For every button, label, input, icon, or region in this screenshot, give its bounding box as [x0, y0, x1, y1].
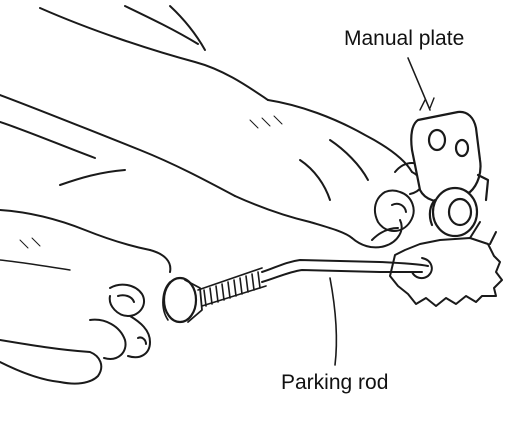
rod-spring: [197, 267, 267, 307]
lower-hand: [0, 209, 172, 385]
manual-plate-label: Manual plate: [344, 27, 465, 50]
detent-sector: [389, 221, 503, 307]
callout-leaders: [329, 57, 431, 366]
leader-parking-rod: [329, 277, 338, 366]
parking-rod-label: Parking rod: [281, 371, 389, 394]
leader-manual-plate: [407, 57, 431, 111]
upper-hand: [0, 5, 427, 249]
parking-rod: [162, 257, 433, 324]
manual-plate: [410, 97, 490, 238]
